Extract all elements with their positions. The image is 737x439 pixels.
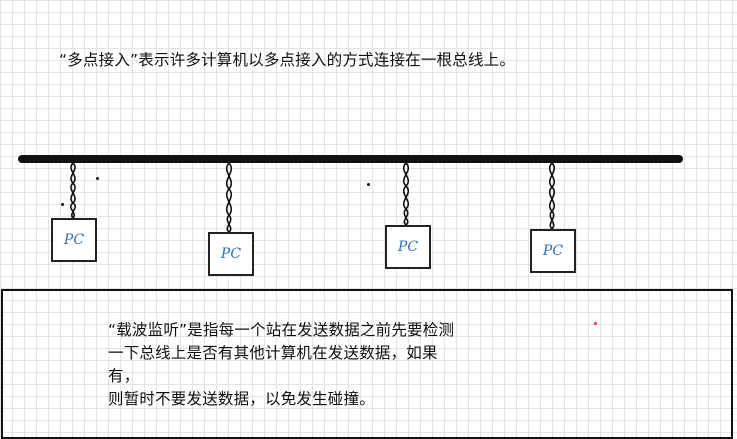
- caption-line: “载波监听”是指每一个站在发送数据之前先要检测: [108, 321, 455, 339]
- ink-speck-red: [594, 322, 597, 325]
- ink-speck: [96, 177, 99, 180]
- caption-line: 一下总线上是否有其他计算机在发送数据，如果: [108, 344, 438, 362]
- ink-speck: [367, 183, 370, 186]
- caption-line: 则暂时不要发送数据，以免发生碰撞。: [108, 390, 375, 408]
- pc-node-2: PC: [208, 232, 254, 276]
- pc-label: PC: [220, 246, 242, 262]
- bus-line: [18, 155, 683, 163]
- pc-node-4: PC: [530, 229, 576, 273]
- pc-label: PC: [542, 243, 564, 259]
- carrier-sense-caption: “载波监听”是指每一个站在发送数据之前先要检测 一下总线上是否有其他计算机在发送…: [108, 319, 668, 411]
- multipoint-access-caption: “多点接入”表示许多计算机以多点接入的方式连接在一根总线上。: [59, 51, 516, 69]
- pc-label: PC: [63, 232, 85, 248]
- pc-node-1: PC: [51, 218, 97, 262]
- caption-line: 有，: [108, 367, 140, 385]
- pc-label: PC: [397, 239, 419, 255]
- pc-node-3: PC: [385, 225, 431, 269]
- ink-speck: [61, 203, 64, 206]
